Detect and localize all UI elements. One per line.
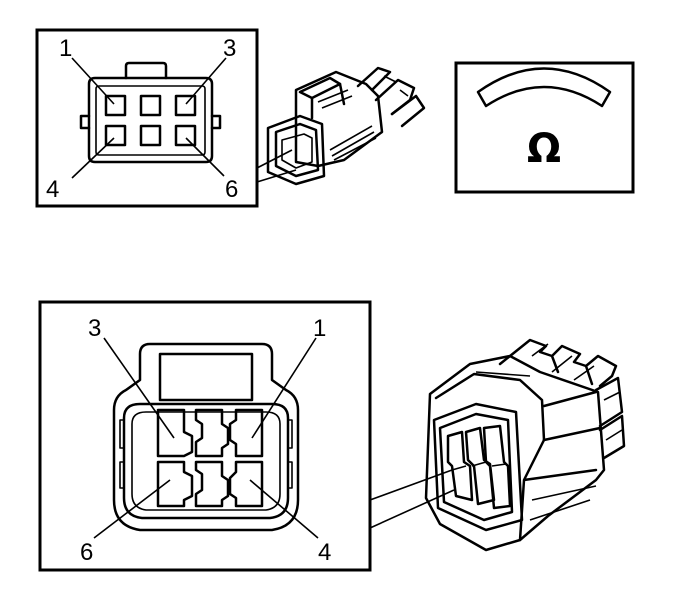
cavity-5 — [139, 124, 162, 147]
cavity-1 — [104, 94, 127, 117]
cavity-2 — [194, 408, 230, 458]
cavity-4 — [104, 124, 127, 147]
leader-line-6 — [185, 137, 225, 177]
cavity-1 — [228, 408, 264, 458]
pin-label-4: 4 — [46, 176, 59, 203]
leader-line-1 — [71, 57, 115, 105]
ohm-symbol: Ω — [527, 126, 561, 172]
top-connector-isometric — [266, 66, 426, 186]
pin-label-3: 3 — [88, 315, 101, 342]
leader-line-1 — [251, 337, 317, 439]
pointer-line — [369, 469, 453, 501]
top-connector-face-panel: 1 3 4 6 — [35, 28, 259, 208]
cavity-6 — [174, 124, 197, 147]
cavity-6 — [156, 460, 194, 508]
ohmmeter-panel: Ω — [454, 61, 635, 194]
pin-label-6: 6 — [80, 539, 93, 566]
bottom-connector-face-panel: 3 1 6 4 — [38, 300, 372, 572]
leader-line-4 — [71, 137, 115, 179]
bottom-connector-face — [112, 342, 300, 532]
cavity-3 — [174, 94, 197, 117]
leader-line-4 — [249, 479, 319, 539]
cavity-3 — [156, 408, 194, 458]
pointer-line — [369, 489, 455, 529]
pin-label-3: 3 — [223, 35, 236, 62]
leader-line-6 — [93, 479, 171, 539]
cavity-4 — [228, 460, 264, 508]
cavity-5 — [194, 460, 230, 508]
bottom-connector-isometric — [424, 338, 626, 552]
cavity-2 — [139, 94, 162, 117]
pin-label-1: 1 — [313, 315, 326, 342]
pin-label-1: 1 — [59, 35, 72, 62]
pin-label-6: 6 — [225, 176, 238, 203]
meter-scale-arc — [476, 67, 612, 108]
leader-line-3 — [103, 337, 175, 439]
pin-label-4: 4 — [318, 539, 331, 566]
top-connector-face — [79, 61, 222, 164]
pointer-line — [256, 149, 293, 169]
leader-line-3 — [185, 57, 227, 105]
